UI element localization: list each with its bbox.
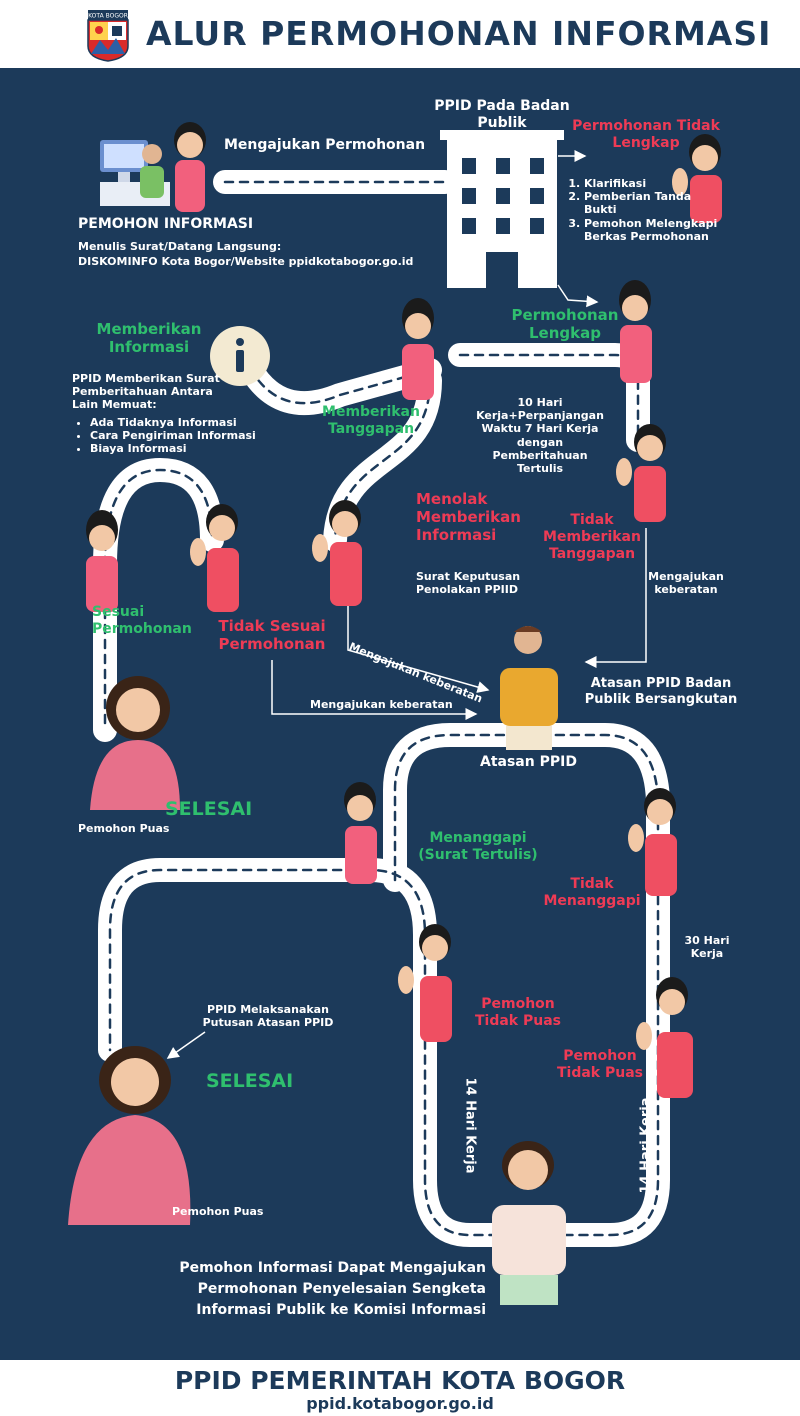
woman-stop-unsatisfied-right-figure: [636, 977, 693, 1098]
arrow-keberatan-middle: [347, 600, 490, 693]
city-emblem-icon: KOTA BOGOR: [87, 10, 129, 62]
man-superior-figure: [500, 626, 558, 750]
label-no-match: Tidak Sesuai Permohonan: [218, 617, 326, 653]
woman-complete-figure: [619, 280, 652, 383]
label-complete: Permohonan Lengkap: [511, 306, 619, 342]
label-superior-ppid: Atasan PPID Badan Publik Bersangkutan: [584, 676, 738, 707]
arrow-keberatan-left: [271, 660, 478, 720]
label-unsatisfied-left: Pemohon Tidak Puas: [474, 996, 561, 1029]
label-done-bottom: SELESAI: [206, 1070, 294, 1092]
label-time-30: 30 Hari Kerja: [684, 934, 730, 961]
woman-applicant-figure: [174, 122, 206, 212]
label-time-14-left: 14 Hari Kerja: [462, 1077, 478, 1174]
woman-satisfied-bottom-figure: [68, 1046, 191, 1225]
label-time-10: 10 Hari Kerja+Perpanjangan Waktu 7 Hari …: [476, 396, 604, 475]
applicant-note-2: DISKOMINFO Kota Bogor/Website ppidkotabo…: [78, 255, 414, 268]
label-objection-right: Mengajukan keberatan: [648, 570, 724, 597]
label-no-response: Tidak Memberikan Tanggapan: [543, 512, 641, 562]
man-applicant-figure: [140, 144, 164, 198]
incomplete-step: Pemohon Melengkapi Berkas Permohonan: [584, 217, 719, 243]
label-objection-bottom: Mengajukan keberatan: [310, 698, 453, 711]
woman-satisfied-top-figure: [90, 676, 180, 810]
logo-text: KOTA BOGOR: [88, 13, 128, 20]
give-info-list: Ada Tidaknya Informasi Cara Pengiriman I…: [72, 416, 280, 456]
woman-respond-figure: [402, 298, 434, 400]
label-implement: PPID Melaksanakan Putusan Atasan PPID: [202, 1003, 334, 1030]
woman-match-figure: [86, 510, 118, 612]
label-satisfied-top: Pemohon Puas: [78, 822, 170, 835]
give-info-item: Biaya Informasi: [90, 442, 280, 455]
give-info-item: Cara Pengiriman Informasi: [90, 429, 280, 442]
arrow-to-complete: [557, 284, 599, 308]
applicant-note-1: Menulis Surat/Datang Langsung:: [78, 240, 282, 253]
label-give-info: Memberikan Informasi: [96, 320, 202, 356]
footer-url[interactable]: ppid.kotabogor.go.id: [306, 1394, 494, 1413]
woman-stop-no-response-figure: [616, 424, 666, 522]
label-final-note: Pemohon Informasi Dapat Mengajukan Permo…: [179, 1260, 486, 1318]
label-respond: Memberikan Tanggapan: [322, 404, 420, 437]
label-no-reply: Tidak Menanggapi: [543, 876, 641, 909]
label-incomplete: Permohonan Tidak Lengkap: [572, 118, 720, 151]
woman-respond-written-figure: [344, 782, 377, 884]
info-icon: [210, 326, 270, 386]
label-ppid-body: PPID Pada Badan Publik: [434, 98, 570, 131]
woman-stop-unsatisfied-left-figure: [398, 924, 452, 1042]
arrow-implement: [166, 1031, 206, 1059]
label-applicant: PEMOHON INFORMASI: [78, 216, 254, 232]
woman-stop-no-reply-figure: [628, 788, 677, 896]
header-bar: [0, 0, 800, 68]
public-agency-building-icon: [440, 130, 564, 288]
label-match: Sesuai Permohonan: [92, 604, 192, 637]
label-time-14-right: 14 Hari Kerja: [638, 1097, 654, 1194]
footer-title: PPID PEMERINTAH KOTA BOGOR: [174, 1366, 626, 1395]
label-reject: Menolak Memberikan Informasi: [416, 490, 521, 544]
woman-thumbs-up-figure: [492, 1141, 566, 1305]
label-unsatisfied-right: Pemohon Tidak Puas: [556, 1048, 643, 1081]
label-superior: Atasan PPID: [480, 754, 577, 770]
give-info-item: Ada Tidaknya Informasi: [90, 416, 280, 429]
label-respond-written: Menanggapi (Surat Tertulis): [418, 830, 538, 863]
incomplete-step: Pemberian Tanda Bukti: [584, 190, 719, 216]
label-submit: Mengajukan Permohonan: [224, 137, 426, 153]
main-title: ALUR PERMOHONAN INFORMASI: [146, 14, 772, 53]
arrow-keberatan-right: [584, 528, 647, 668]
reject-note: Surat Keputusan Penolakan PPIID: [416, 570, 521, 597]
incomplete-steps: Klarifikasi Pemberian Tanda Bukti Pemoho…: [570, 177, 719, 243]
incomplete-step: Klarifikasi: [584, 177, 719, 190]
woman-stop-incomplete-figure: [672, 134, 722, 223]
label-satisfied-bottom: Pemohon Puas: [172, 1205, 264, 1218]
give-info-note: PPID Memberikan Surat Pemberitahuan Anta…: [72, 372, 220, 412]
woman-stop-reject-figure: [312, 500, 362, 606]
woman-stop-no-match-figure: [190, 504, 239, 612]
label-done-top: SELESAI: [165, 798, 253, 820]
footer-bar: [0, 1360, 800, 1416]
